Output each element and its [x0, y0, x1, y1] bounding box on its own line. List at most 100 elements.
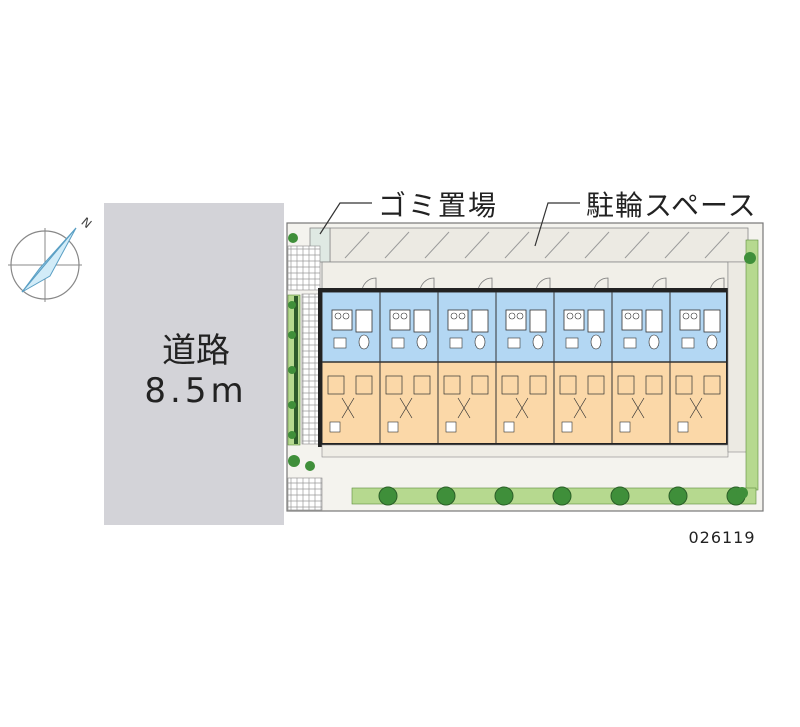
- desk-icon: [443, 375, 461, 395]
- chair-icon: [471, 375, 489, 395]
- shrub-icon: [288, 455, 300, 467]
- kitchen-icon: [389, 309, 411, 331]
- bicycle-slot: [424, 231, 450, 259]
- tree-icon: [610, 486, 630, 506]
- stove-icon: [690, 312, 698, 320]
- toilet-icon: [532, 334, 544, 350]
- shrub-icon: [288, 301, 296, 309]
- bicycle-slot: [664, 231, 690, 259]
- bath-icon: [413, 309, 431, 333]
- bath-icon: [703, 309, 721, 333]
- bicycle-slot: [624, 231, 650, 259]
- shrub-icon: [288, 401, 296, 409]
- kitchen-icon: [679, 309, 701, 331]
- unit-4: [495, 277, 555, 446]
- bicycle-slot: [464, 231, 490, 259]
- closet-icon: [399, 397, 413, 419]
- stove-icon: [632, 312, 640, 320]
- stove-icon: [624, 312, 632, 320]
- toilet-icon: [706, 334, 718, 350]
- kitchen-icon: [505, 309, 527, 331]
- desk-icon: [675, 375, 693, 395]
- kitchen-icon: [621, 309, 643, 331]
- tree-icon: [494, 486, 514, 506]
- sink-icon: [623, 337, 637, 349]
- chair-icon: [703, 375, 721, 395]
- tree-icon: [736, 487, 748, 499]
- closet-icon: [573, 397, 587, 419]
- walkway-top: [287, 245, 321, 291]
- garbage-label: ゴミ置場: [378, 189, 498, 222]
- trees: [378, 252, 756, 506]
- bath-icon: [529, 309, 547, 333]
- bicycle-stripes: [344, 231, 730, 259]
- stove-icon: [508, 312, 516, 320]
- bicycle-slot: [584, 231, 610, 259]
- bicycle-slot: [384, 231, 410, 259]
- stove-icon: [342, 312, 350, 320]
- unit-6: [611, 277, 671, 446]
- desk-icon: [327, 375, 345, 395]
- property-code: 026119: [688, 528, 755, 547]
- bath-icon: [587, 309, 605, 333]
- road-name: 道路: [162, 331, 230, 371]
- sink-icon: [565, 337, 579, 349]
- garbage-leader-line: [319, 202, 372, 235]
- chair-icon: [529, 375, 547, 395]
- desk-icon: [385, 375, 403, 395]
- desk-icon: [559, 375, 577, 395]
- sink-icon: [507, 337, 521, 349]
- desk-icon: [617, 375, 635, 395]
- shrub-icon: [288, 331, 296, 339]
- right-hedge: [727, 261, 749, 453]
- closet-icon: [689, 397, 703, 419]
- walkway-bottom: [287, 477, 323, 511]
- north-label: N: [79, 215, 95, 231]
- bicycle-leader-line: [534, 202, 580, 247]
- stove-icon: [458, 312, 466, 320]
- toilet-icon: [474, 334, 486, 350]
- closet-icon: [457, 397, 471, 419]
- road-width: 8.5m: [144, 371, 247, 411]
- aircon-icon: [445, 421, 457, 433]
- stove-icon: [400, 312, 408, 320]
- toilet-icon: [416, 334, 428, 350]
- compass-icon: N: [8, 215, 94, 302]
- stove-icon: [574, 312, 582, 320]
- stove-icon: [450, 312, 458, 320]
- tree-icon: [552, 486, 572, 506]
- sink-icon: [333, 337, 347, 349]
- shrub-icon: [288, 431, 296, 439]
- aircon-icon: [503, 421, 515, 433]
- bicycle-slot: [504, 231, 530, 259]
- unit-7: [669, 277, 729, 446]
- kitchen-icon: [563, 309, 585, 331]
- units: [321, 277, 729, 446]
- stove-icon: [516, 312, 524, 320]
- unit-5: [553, 277, 613, 446]
- aircon-icon: [329, 421, 341, 433]
- stove-icon: [334, 312, 342, 320]
- toilet-icon: [358, 334, 370, 350]
- stove-icon: [566, 312, 574, 320]
- bicycle-slot: [544, 231, 570, 259]
- sink-icon: [391, 337, 405, 349]
- desk-icon: [501, 375, 519, 395]
- sink-icon: [681, 337, 695, 349]
- bicycle-slot: [344, 231, 370, 259]
- closet-icon: [341, 397, 355, 419]
- tree-icon: [378, 486, 398, 506]
- stove-icon: [392, 312, 400, 320]
- tree-icon: [436, 486, 456, 506]
- aircon-icon: [619, 421, 631, 433]
- sink-icon: [449, 337, 463, 349]
- tree-icon: [668, 486, 688, 506]
- closet-icon: [515, 397, 529, 419]
- bath-icon: [355, 309, 373, 333]
- corridor: [321, 261, 729, 293]
- closet-icon: [631, 397, 645, 419]
- road: [104, 203, 284, 525]
- toilet-icon: [648, 334, 660, 350]
- chair-icon: [355, 375, 373, 395]
